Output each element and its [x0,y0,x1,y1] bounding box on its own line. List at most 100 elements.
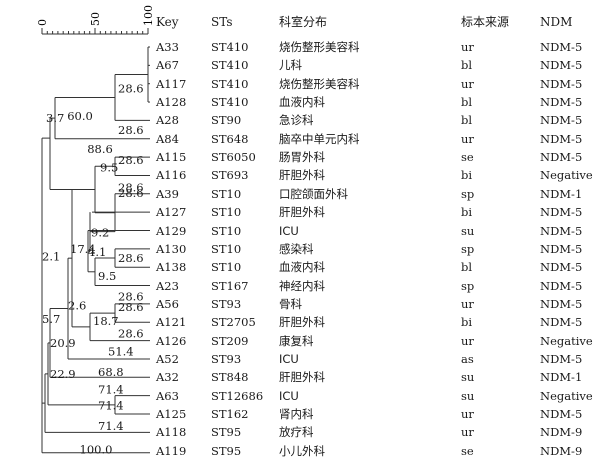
row-st: ST6050 [211,150,256,165]
row-ndm: NDM-1 [540,370,583,385]
node-similarity-label: 20.9 [50,336,76,350]
node-similarity-label: 9.5 [98,269,116,283]
row-dept: 肾内科 [279,407,314,421]
row-key: A39 [156,186,179,201]
header-key: Key [156,15,179,29]
row-ndm: NDM-9 [540,425,583,440]
row-dept: 肝胆外科 [279,315,325,330]
node-similarity-label: 9.5 [100,160,118,174]
row-st: ST10 [211,186,242,201]
row-key: A119 [156,443,187,458]
edge-value-label: 71.4 [98,382,124,396]
row-ndm: NDM-5 [540,315,583,330]
node-similarity-label: 28.6 [118,180,144,194]
header-source: 标本来源 [461,15,510,29]
row-ndm: NDM-5 [540,205,583,220]
edge-value-label: 68.8 [98,365,124,379]
node-similarity-label: 28.6 [118,81,144,95]
row-source: se [461,443,474,458]
row-key: A128 [156,95,187,110]
edge-value-label: 51.4 [108,345,134,359]
node-similarity-label: 22.9 [50,367,76,381]
row-key: A126 [156,333,187,348]
row-ndm: NDM-5 [540,95,583,110]
row-key: A33 [156,40,179,54]
row-dept: 骨科 [279,296,302,311]
row-ndm: NDM-5 [540,76,583,91]
row-dept: 烧伤整形美容科 [279,40,360,54]
row-source: ur [461,333,474,348]
row-key: A28 [156,113,179,128]
row-source: ur [461,296,474,311]
row-dept: ICU [279,351,299,366]
node-similarity-label: 60.0 [67,109,93,123]
row-st: ST10 [211,260,242,275]
node-similarity-label: 28.6 [118,251,144,265]
row-source: sp [461,241,475,256]
scale-tick-label: 0 [36,19,49,26]
row-source: ur [461,407,474,421]
row-st: ST693 [211,168,249,183]
row-key: A117 [156,76,187,91]
node-similarity-label: 17.4 [70,242,96,256]
row-source: bi [461,205,473,220]
row-source: su [461,388,475,403]
row-ndm: NDM-5 [540,407,583,421]
row-ndm: NDM-1 [540,186,583,201]
node-similarity-label: 28.6 [118,186,144,200]
row-st: ST410 [211,95,249,110]
row-source: bl [461,58,473,73]
row-source: su [461,370,475,385]
row-st: ST90 [211,113,242,128]
row-st: ST162 [211,407,249,421]
row-dept: 康复科 [279,333,314,348]
edge-value-label: 88.6 [87,142,113,156]
header-ndm: NDM [540,15,573,29]
row-st: ST10 [211,241,242,256]
row-key: A118 [156,425,187,440]
row-key: A125 [156,407,187,421]
row-ndm: NDM-5 [540,113,583,128]
row-dept: 儿科 [279,58,302,73]
row-st: ST848 [211,370,249,385]
scale-tick-label: 100 [142,5,155,26]
row-ndm: NDM-5 [540,223,583,238]
row-source: bl [461,260,473,275]
row-st: ST167 [211,278,249,293]
node-similarity-label: 5.7 [42,312,60,326]
row-ndm: Negative [540,168,593,183]
node-similarity-label: 4.1 [88,245,106,259]
row-source: ur [461,131,474,146]
row-ndm: NDM-5 [540,131,583,146]
row-key: A63 [156,388,179,403]
row-ndm: NDM-5 [540,40,583,54]
row-ndm: NDM-5 [540,351,583,366]
row-key: A67 [156,58,179,73]
row-dept: 肝胆外科 [279,370,325,385]
row-st: ST2705 [211,315,256,330]
node-similarity-label: 28.6 [118,290,144,304]
row-st: ST12686 [211,388,264,403]
row-dept: 小儿外科 [279,443,325,458]
row-dept: 肠胃外科 [279,150,325,165]
row-key: A129 [156,223,187,238]
row-source: bi [461,168,473,183]
scale-tick-label: 50 [89,12,102,26]
row-source: bi [461,315,473,330]
node-similarity-label: 3.7 [46,111,64,125]
node-similarity-label: 28.6 [118,153,144,167]
row-ndm: NDM-5 [540,278,583,293]
row-source: sp [461,186,475,201]
node-similarity-label: 9.2 [91,226,109,240]
node-similarity-label: 2.6 [68,299,86,313]
row-st: ST95 [211,425,242,440]
row-st: ST10 [211,205,242,220]
row-ndm: NDM-5 [540,296,583,311]
row-ndm: NDM-5 [540,58,583,73]
row-dept: 烧伤整形美容科 [279,76,360,91]
header-sts: STs [211,15,233,29]
row-key: A52 [156,351,179,366]
row-dept: 肝胆外科 [279,205,325,220]
row-dept: 神经内科 [279,278,325,293]
